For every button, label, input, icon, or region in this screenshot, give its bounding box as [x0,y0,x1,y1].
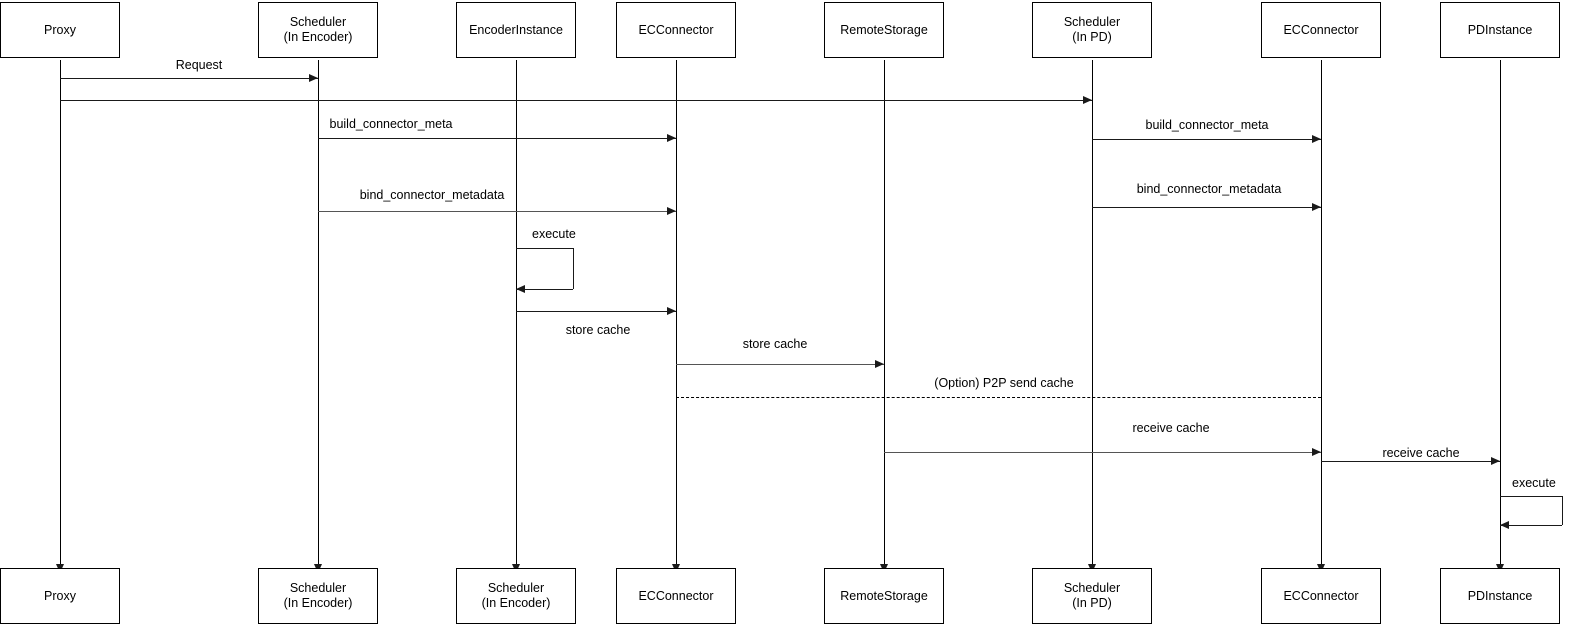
participant-footer-sched_enc_f2[interactable]: Scheduler(In Encoder) [456,568,576,624]
message-label-m5: bind_connector_metadata [356,188,508,202]
participant-header-pd_inst[interactable]: PDInstance [1440,2,1560,58]
message-line-m4 [1092,139,1321,140]
participant-header-sublabel-sched_enc: (In Encoder) [283,30,353,44]
participant-header-label-remote: RemoteStorage [840,22,928,37]
participant-header-label-sched_pd: Scheduler [1063,15,1121,29]
participant-footer-ecconn_right_f[interactable]: ECConnector [1261,568,1381,624]
message-line-m10 [884,452,1321,454]
participant-header-label-proxy: Proxy [44,22,76,37]
lifeline-ecconn_right [1321,60,1322,566]
participant-footer-pd_inst_f[interactable]: PDInstance [1440,568,1560,624]
message-label-m10: receive cache [1129,421,1213,435]
participant-footer-label-pd_inst_f: PDInstance [1467,588,1533,603]
participant-footer-label-ecconn_left_f: ECConnector [638,588,714,603]
participant-footer-label-remote_f: RemoteStorage [840,588,928,603]
message-label-m6: bind_connector_metadata [1133,182,1285,196]
participant-footer-label-ecconn_right_f: ECConnector [1283,588,1359,603]
participant-footer-ecconn_left_f[interactable]: ECConnector [616,568,736,624]
message-label-m1: Request [172,58,226,72]
message-label-m4: build_connector_meta [1142,118,1272,132]
participant-footer-sched_enc_f[interactable]: Scheduler(In Encoder) [258,568,378,624]
participant-header-label-sched_enc: Scheduler [289,15,347,29]
message-arrowhead-m10 [1312,448,1321,456]
participant-header-remote[interactable]: RemoteStorage [824,2,944,58]
message-label-m7: store cache [562,323,634,337]
selfloop-top-s2 [1500,496,1562,497]
message-arrowhead-m3 [667,134,676,142]
participant-footer-sublabel-sched_enc_f2: (In Encoder) [481,596,551,610]
selfloop-top-s1 [516,248,573,249]
selfloop-bottom-s1 [516,289,573,290]
participant-header-label-ecconn_right: ECConnector [1283,22,1359,37]
message-line-m7 [516,311,676,312]
selfloop-label-s1: execute [529,227,579,241]
message-line-m2 [60,100,1092,101]
message-arrowhead-m7 [667,307,676,315]
message-line-m3 [318,138,676,139]
selfloop-arrowhead-s1 [516,285,525,293]
message-line-m9 [676,397,1321,398]
lifeline-remote [884,60,885,566]
message-label-m8: store cache [739,337,811,351]
participant-footer-sched_pd_f[interactable]: Scheduler(In PD) [1032,568,1152,624]
participant-header-ecconn_right[interactable]: ECConnector [1261,2,1381,58]
message-arrowhead-m11 [1491,457,1500,465]
participant-footer-sublabel-sched_enc_f: (In Encoder) [283,596,353,610]
participant-footer-label-proxy_f: Proxy [44,588,76,603]
message-line-m8 [676,364,884,366]
participant-header-label-pd_inst: PDInstance [1467,22,1533,37]
participant-header-sched_enc[interactable]: Scheduler(In Encoder) [258,2,378,58]
lifeline-proxy [60,60,61,566]
participant-header-encoder_inst[interactable]: EncoderInstance [456,2,576,58]
lifeline-sched_pd [1092,60,1093,566]
lifeline-encoder_inst [516,60,517,566]
participant-header-sublabel-sched_pd: (In PD) [1072,30,1112,44]
message-arrowhead-m4 [1312,135,1321,143]
participant-header-sched_pd[interactable]: Scheduler(In PD) [1032,2,1152,58]
message-line-m5 [318,211,676,213]
message-arrowhead-m1 [309,74,318,82]
selfloop-label-s2: execute [1509,476,1559,490]
participant-header-proxy[interactable]: Proxy [0,2,120,58]
participant-footer-label-sched_pd_f: Scheduler [1063,581,1121,595]
selfloop-bottom-s2 [1500,525,1562,526]
message-label-m11: receive cache [1379,446,1463,460]
message-line-m1 [60,78,318,79]
message-arrowhead-m6 [1312,203,1321,211]
participant-footer-remote_f[interactable]: RemoteStorage [824,568,944,624]
selfloop-right-s1 [573,248,574,289]
message-line-m6 [1092,207,1321,208]
selfloop-arrowhead-s2 [1500,521,1509,529]
participant-footer-label-sched_enc_f: Scheduler [289,581,347,595]
participant-header-ecconn_left[interactable]: ECConnector [616,2,736,58]
participant-header-label-ecconn_left: ECConnector [638,22,714,37]
message-label-m3: build_connector_meta [326,117,456,131]
message-arrowhead-m8 [875,360,884,368]
message-line-m11 [1321,461,1500,462]
message-label-m9: (Option) P2P send cache [931,376,1077,390]
participant-footer-label-sched_enc_f2: Scheduler [487,581,545,595]
lifeline-pd_inst [1500,60,1501,566]
message-arrowhead-m5 [667,207,676,215]
participant-footer-proxy_f[interactable]: Proxy [0,568,120,624]
participant-header-label-encoder_inst: EncoderInstance [469,22,563,37]
lifeline-sched_enc [318,60,319,566]
message-arrowhead-m2 [1083,96,1092,104]
selfloop-right-s2 [1562,496,1563,525]
lifeline-ecconn_left [676,60,677,566]
participant-footer-sublabel-sched_pd_f: (In PD) [1072,596,1112,610]
